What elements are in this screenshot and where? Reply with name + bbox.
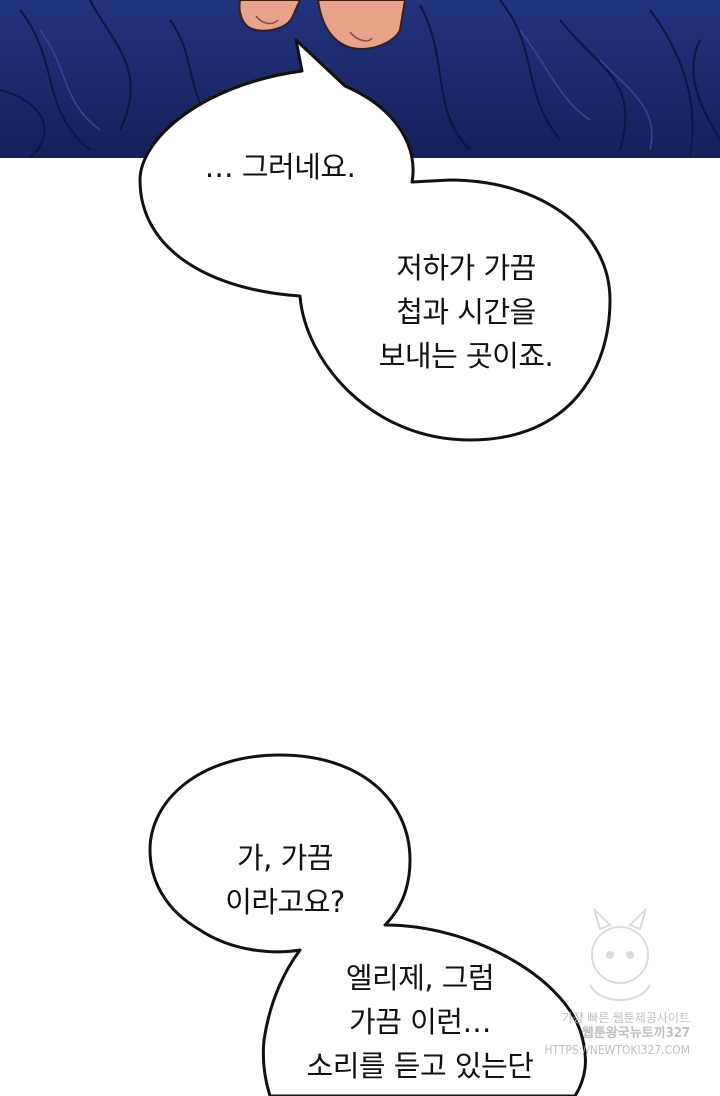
speech-bubble-bottom	[148, 753, 587, 1096]
robe-folds	[0, 0, 720, 158]
dialogue-text-1: … 그러네요.	[204, 150, 356, 184]
watermark-line-3: HTTPS://NEWTOKI327.COM	[544, 1043, 690, 1057]
dialogue-text-2: 저하가 가끔 첩과 시간을 보내는 곳이죠.	[378, 251, 554, 373]
dialogue-text-4: 엘리제, 그럼 가끔 이런… 소리를 듣고 있는단	[306, 961, 534, 1083]
watermark-mascot-icon	[589, 908, 651, 1001]
hands	[238, 0, 407, 50]
watermark-line-2: 웹툰왕국뉴토끼327	[581, 1026, 690, 1041]
speech-bubble-top	[138, 38, 612, 442]
dialogue-text-3: 가, 가끔 이라고요?	[225, 841, 345, 919]
watermark-line-1: 가장 빠른 웹툰제공사이트	[561, 1011, 690, 1025]
robe-highlights	[39, 29, 653, 151]
watermark: 가장 빠른 웹툰제공사이트 웹툰왕국뉴토끼327 HTTPS://NEWTOKI…	[540, 1010, 690, 1058]
